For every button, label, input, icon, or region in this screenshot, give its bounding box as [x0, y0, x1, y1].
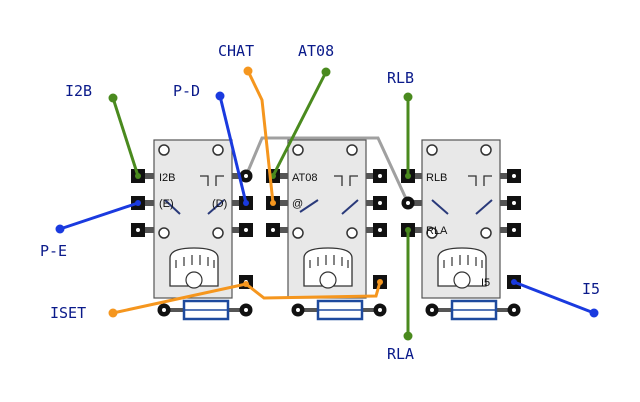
label-p-e: P-E	[40, 242, 67, 260]
wire-i2b	[111, 97, 140, 177]
label-i5: I5	[582, 280, 600, 298]
fuse-1	[157, 299, 253, 321]
label-i2b: I2B	[65, 82, 92, 100]
orange-wires	[108, 66, 383, 318]
relay-1: I2B (E) (D)	[138, 139, 246, 299]
label-rla: RLA	[387, 345, 414, 363]
wire-iset	[112, 281, 382, 315]
relay-1-label-d: (D)	[212, 198, 227, 210]
wire-i5	[513, 280, 595, 315]
label-at08: AT08	[298, 42, 334, 60]
fuse-2	[291, 299, 387, 321]
label-rlb: RLB	[387, 69, 414, 87]
label-chat: CHAT	[218, 42, 254, 60]
relay-1-label-e: (E)	[159, 198, 174, 210]
blue-wires	[55, 91, 599, 318]
label-p-d: P-D	[173, 82, 200, 100]
fuse-3	[425, 299, 521, 321]
fuse-holders	[157, 299, 521, 321]
relay-3-label-i5: I5	[481, 277, 490, 289]
wire-p-d	[218, 95, 248, 204]
relay-3-label-rla: RLA	[426, 225, 448, 237]
green-wires	[108, 67, 413, 341]
relay-2-label-at: @	[292, 198, 303, 210]
relay-1-label-i2b: I2B	[159, 172, 176, 184]
relay-3-label-rlb: RLB	[426, 172, 447, 184]
wire-at08	[271, 71, 328, 177]
relay-2: AT08 @	[273, 139, 380, 299]
wire-p-e	[59, 201, 139, 231]
gray-jumper-wire	[244, 136, 410, 204]
relay-2-label-at08: AT08	[292, 172, 317, 184]
label-iset: ISET	[50, 304, 86, 322]
callout-labels: I2B P-D CHAT AT08 RLB P-E ISET RLA I5	[40, 42, 600, 363]
relay-3: RLB RLA I5	[408, 139, 514, 299]
wire-chat	[246, 70, 275, 204]
